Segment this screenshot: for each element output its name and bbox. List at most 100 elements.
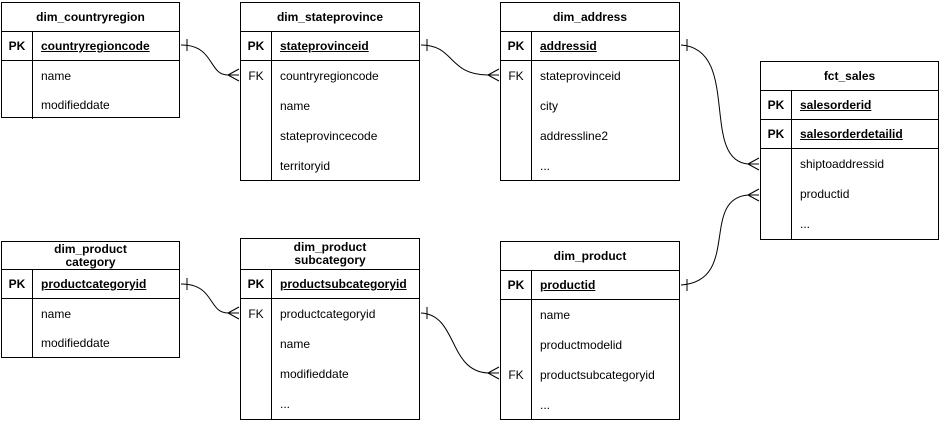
field-row: FK stateprovinceid [501, 61, 679, 91]
pk-row: PK addressid [501, 32, 679, 61]
field-row: productid [761, 179, 938, 209]
key-label [241, 359, 272, 389]
field-row: FK countryregioncode [241, 61, 419, 91]
key-label: PK [501, 271, 532, 299]
field: name [41, 68, 72, 83]
field-row: name [2, 299, 179, 328]
field-row: territoryid [241, 151, 419, 181]
crow-foot-icon [227, 306, 240, 320]
field-row: name [2, 61, 179, 90]
key-label [241, 121, 272, 151]
field: addressline2 [540, 129, 609, 143]
field-row: ... [501, 390, 679, 420]
field-row: modifieddate [241, 359, 419, 389]
pk-field: salesorderdetailid [800, 127, 903, 141]
entity-dim-product-subcategory[interactable]: dim_product subcategory PK productsubcat… [240, 238, 420, 420]
key-label: PK [241, 270, 272, 298]
key-label: PK [761, 91, 792, 119]
pk-field: countryregioncode [41, 39, 150, 53]
key-label [2, 61, 33, 90]
key-label [2, 328, 33, 357]
entity-title: dim_stateprovince [241, 3, 419, 32]
relationship-stateprovince-address[interactable] [420, 39, 500, 82]
entity-dim-product[interactable]: dim_product PK productid name productmod… [500, 241, 680, 420]
fk-field: stateprovinceid [540, 69, 621, 83]
key-label [501, 300, 532, 330]
entity-title: dim_countryregion [2, 3, 179, 32]
pk-row: PK productcategoryid [2, 270, 179, 299]
pk-field: productsubcategoryid [280, 277, 407, 291]
entity-title: dim_address [501, 3, 679, 32]
field-row: name [241, 329, 419, 359]
relationship-address-fctsales[interactable] [680, 39, 760, 171]
key-label [2, 299, 33, 328]
field: ... [280, 397, 291, 411]
pk-row: PK salesorderdetailid [761, 120, 938, 149]
key-label [501, 121, 532, 151]
key-label: FK [241, 61, 272, 91]
field: ... [540, 398, 551, 412]
key-label: PK [501, 32, 532, 60]
entity-dim-stateprovince[interactable]: dim_stateprovince PK stateprovinceid FK … [240, 2, 420, 181]
field-row: ... [241, 389, 419, 419]
key-label [241, 91, 272, 121]
field-row: shiptoaddressid [761, 149, 938, 179]
pk-row: PK stateprovinceid [241, 32, 419, 61]
entity-title: dim_product category [2, 242, 179, 270]
key-label [761, 149, 792, 179]
pk-field: addressid [540, 39, 597, 53]
field: productmodelid [540, 338, 623, 352]
key-label [241, 329, 272, 359]
field: shiptoaddressid [800, 157, 885, 171]
key-label [2, 90, 33, 119]
entity-title: fct_sales [761, 62, 938, 91]
field-row: addressline2 [501, 121, 679, 151]
pk-field: productcategoryid [41, 277, 147, 291]
pk-row: PK productsubcategoryid [241, 270, 419, 299]
relationship-subcategory-product[interactable] [420, 307, 500, 380]
field: productid [800, 187, 850, 201]
field: name [540, 308, 571, 322]
key-label: FK [241, 299, 272, 329]
field: ... [540, 159, 551, 173]
relationship-countryregion-stateprovince[interactable] [180, 39, 240, 82]
key-label: PK [2, 270, 33, 298]
field-row: ... [501, 151, 679, 181]
field-row: modifieddate [2, 328, 179, 357]
key-label: PK [761, 120, 792, 148]
fk-field: productsubcategoryid [540, 368, 655, 382]
key-label [501, 91, 532, 121]
relationship-product-fctsales[interactable] [680, 188, 760, 291]
key-label: FK [501, 360, 532, 390]
pk-field: productid [540, 278, 596, 292]
entity-dim-countryregion[interactable]: dim_countryregion PK countryregioncode n… [1, 2, 180, 119]
field-row: modifieddate [2, 90, 179, 119]
crow-foot-icon [747, 188, 760, 202]
field: modifieddate [41, 97, 110, 112]
fk-field: productcategoryid [280, 307, 376, 321]
key-label: PK [2, 32, 33, 60]
entity-dim-address[interactable]: dim_address PK addressid FK stateprovinc… [500, 2, 680, 181]
field: name [280, 337, 311, 351]
field-row: city [501, 91, 679, 121]
field: stateprovincecode [280, 129, 378, 143]
fk-field: countryregioncode [280, 69, 379, 83]
field: ... [800, 217, 811, 231]
field-row: stateprovincecode [241, 121, 419, 151]
key-label [761, 209, 792, 239]
key-label: FK [501, 61, 532, 91]
crow-foot-icon [487, 68, 500, 82]
key-label [501, 390, 532, 420]
key-label [761, 179, 792, 209]
entity-title: dim_product subcategory [241, 239, 419, 270]
field-row: FK productcategoryid [241, 299, 419, 329]
entity-dim-product-category[interactable]: dim_product category PK productcategoryi… [1, 241, 180, 358]
relationship-category-subcategory[interactable] [180, 278, 240, 320]
pk-row: PK salesorderid [761, 91, 938, 120]
field: city [540, 99, 558, 113]
key-label [501, 151, 532, 181]
crow-foot-icon [487, 366, 500, 380]
entity-fct-sales[interactable]: fct_sales PK salesorderid PK salesorderd… [760, 61, 939, 240]
key-label [241, 151, 272, 181]
